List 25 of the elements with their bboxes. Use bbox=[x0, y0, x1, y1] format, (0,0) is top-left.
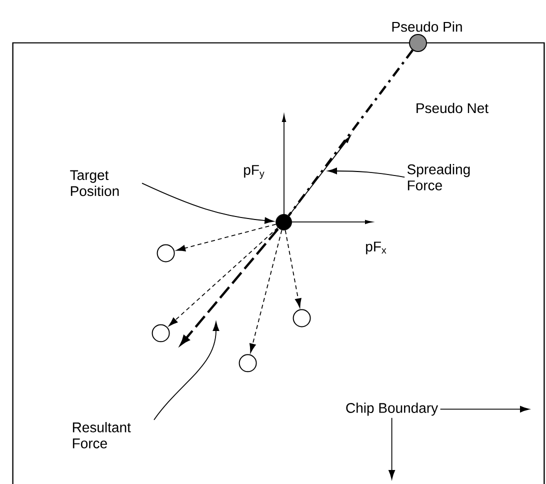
arrow bbox=[284, 230, 302, 308]
pseudo-pin: Pseudo Pin bbox=[392, 22, 462, 52]
arrow bbox=[250, 230, 282, 353]
leader-line bbox=[388, 417, 396, 480]
leader-line bbox=[142, 182, 274, 224]
cell-circle bbox=[292, 309, 311, 328]
node-label: Pseudo Pin bbox=[392, 22, 462, 32]
leader-line bbox=[440, 406, 530, 412]
cell-circle bbox=[152, 324, 170, 342]
edge-label: Pseudo Net bbox=[416, 102, 488, 114]
text-label: Resultant Force bbox=[72, 422, 131, 448]
leader-line bbox=[154, 322, 220, 420]
text-label: Chip Boundary bbox=[346, 402, 438, 416]
cell-circle bbox=[238, 354, 257, 372]
force-label: pF$_{x}$ bbox=[366, 242, 386, 254]
pseudo-net-line bbox=[288, 50, 414, 216]
text-label: Target Position bbox=[70, 170, 119, 196]
leader-line bbox=[328, 168, 406, 178]
text-label: Spreading Force bbox=[407, 164, 470, 190]
cell-circle bbox=[156, 244, 175, 262]
force-label: pF$_{y}$ bbox=[244, 165, 264, 179]
arrow bbox=[168, 227, 278, 326]
cell-dot bbox=[276, 214, 292, 230]
arrow bbox=[176, 224, 276, 252]
chip-boundary bbox=[12, 42, 545, 484]
